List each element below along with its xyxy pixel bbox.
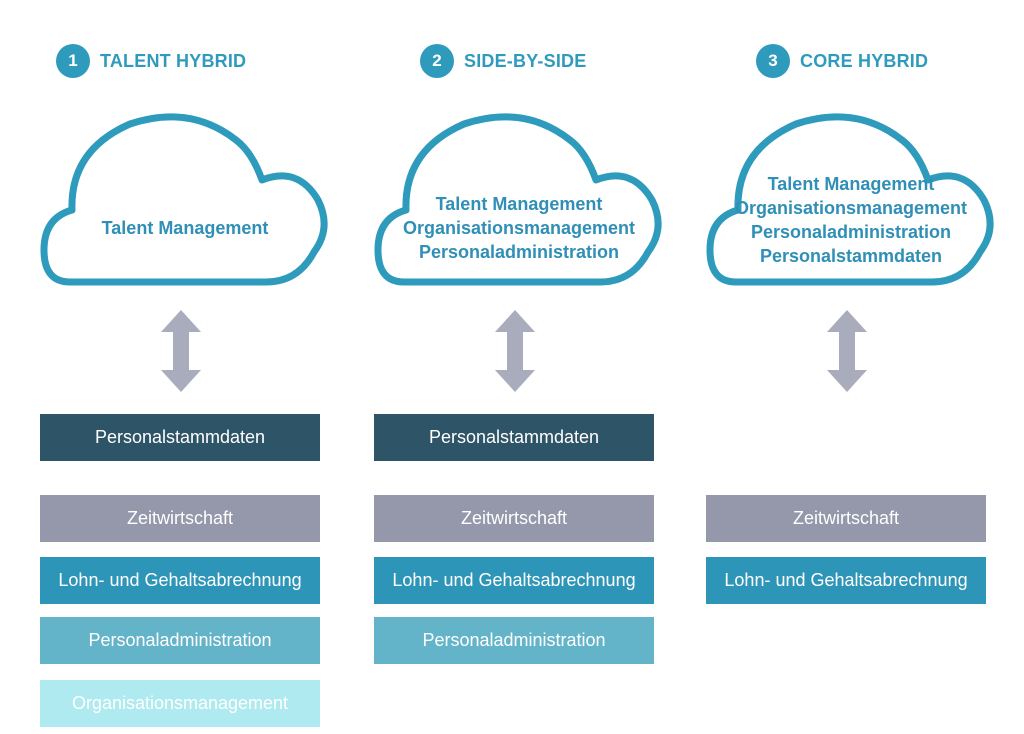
module-box: Zeitwirtschaft bbox=[374, 495, 654, 542]
cloud-icon bbox=[706, 113, 994, 286]
step-number-badge: 1 bbox=[56, 44, 90, 78]
module-box: Personaladministration bbox=[374, 617, 654, 664]
cloud-label: Talent Management Organisationsmanagemen… bbox=[706, 172, 996, 268]
cloud-icon bbox=[374, 113, 662, 286]
column-title: SIDE-BY-SIDE bbox=[464, 50, 587, 71]
column-title: CORE HYBRID bbox=[800, 50, 929, 71]
cloud-line: Organisationsmanagement bbox=[402, 218, 636, 238]
cloud-label: Talent Management bbox=[40, 216, 330, 240]
cloud-line: Talent Management bbox=[101, 218, 269, 238]
column-core-hybrid: 3 CORE HYBRID Talent Management Organisa… bbox=[706, 0, 996, 734]
step-number-badge: 3 bbox=[756, 44, 790, 78]
column-title: TALENT HYBRID bbox=[100, 50, 247, 71]
bidirectional-arrow-icon bbox=[161, 310, 201, 392]
cloud-line: Talent Management bbox=[435, 194, 603, 214]
column-talent-hybrid: 1 TALENT HYBRID Talent Management Person… bbox=[40, 0, 330, 734]
module-box: Zeitwirtschaft bbox=[40, 495, 320, 542]
column-header: 3 CORE HYBRID bbox=[756, 44, 928, 78]
column-header: 1 TALENT HYBRID bbox=[56, 44, 246, 78]
module-box: Organisationsmanagement bbox=[40, 680, 320, 727]
module-box: Personalstammdaten bbox=[374, 414, 654, 461]
module-box: Zeitwirtschaft bbox=[706, 495, 986, 542]
module-box: Lohn- und Gehaltsabrechnung bbox=[40, 557, 320, 604]
module-box: Personalstammdaten bbox=[40, 414, 320, 461]
module-box: Personaladministration bbox=[40, 617, 320, 664]
cloud-line: Personaladministration bbox=[418, 242, 620, 262]
bidirectional-arrow-icon bbox=[495, 310, 535, 392]
cloud-icon bbox=[40, 113, 328, 286]
step-number-badge: 2 bbox=[420, 44, 454, 78]
cloud-line: Personalstammdaten bbox=[759, 246, 943, 266]
module-box: Lohn- und Gehaltsabrechnung bbox=[706, 557, 986, 604]
column-side-by-side: 2 SIDE-BY-SIDE Talent Management Organis… bbox=[374, 0, 664, 734]
module-box: Lohn- und Gehaltsabrechnung bbox=[374, 557, 654, 604]
column-header: 2 SIDE-BY-SIDE bbox=[420, 44, 586, 78]
cloud-line: Personaladministration bbox=[750, 222, 952, 242]
bidirectional-arrow-icon bbox=[827, 310, 867, 392]
cloud-line: Organisationsmanagement bbox=[734, 198, 968, 218]
cloud-line: Talent Management bbox=[767, 174, 935, 194]
cloud-label: Talent Management Organisationsmanagemen… bbox=[374, 192, 664, 264]
